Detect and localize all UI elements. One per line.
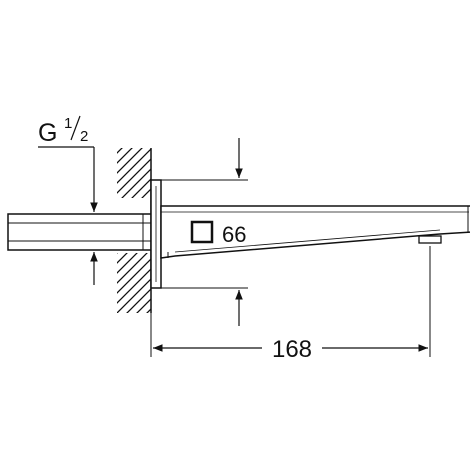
thread-denominator: 2 — [80, 128, 88, 145]
thread-label: G 1 2 — [38, 115, 98, 285]
square-dimension-label: 66 — [222, 222, 246, 247]
length-dimension: 168 — [150, 246, 431, 363]
spout-outline — [160, 205, 470, 259]
wall-hatch-lower — [117, 253, 151, 313]
spout-body — [160, 205, 470, 259]
length-dimension-label: 168 — [272, 336, 312, 363]
rosette-height-dimension — [161, 138, 248, 326]
wall-hatch-upper — [117, 148, 151, 198]
spout-bottom-inner — [174, 229, 441, 253]
thread-numerator: 1 — [64, 115, 72, 132]
wall-section — [117, 148, 152, 313]
thread-letter: G — [38, 119, 57, 147]
thread-fraction-slash — [70, 115, 81, 141]
square-profile-icon — [190, 220, 214, 244]
connector-pipe — [7, 213, 152, 251]
spout-outlet — [418, 235, 442, 244]
pipe-body — [7, 213, 152, 251]
